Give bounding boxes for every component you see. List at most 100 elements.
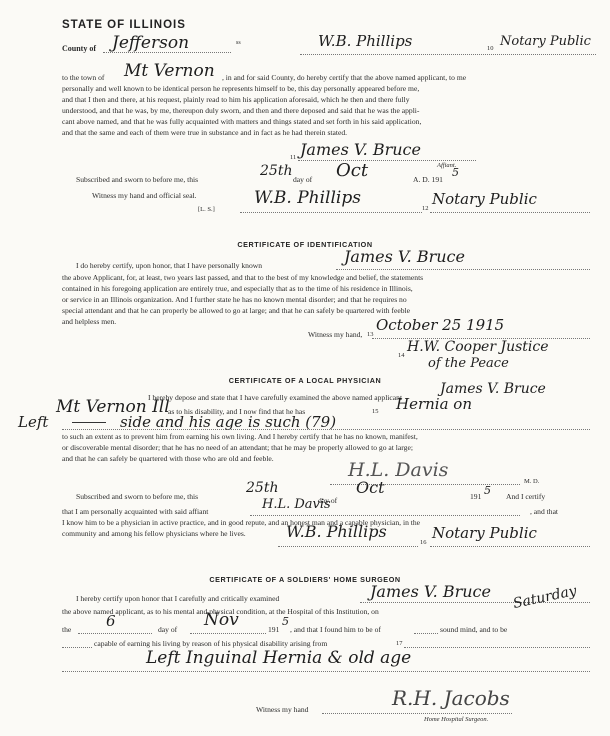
- affidavit-line-6: and that the same and each of them were …: [62, 128, 348, 137]
- notary-line: [300, 54, 596, 55]
- physician-left-handwritten: Left: [18, 413, 49, 431]
- seal-mark: [L. S.]: [198, 206, 215, 213]
- physician-line-7: I know him to be a physician in active p…: [62, 518, 421, 527]
- physician-affiant-handwritten: H.L. Davis: [262, 497, 331, 512]
- physician-disability-line: [62, 429, 590, 430]
- surgeon-line-4: capable of earning his living by reason …: [94, 639, 328, 648]
- identification-line-1: I do hereby certify, upon honor, that I …: [76, 261, 263, 270]
- physician-notary-title: Notary Public: [432, 524, 537, 542]
- sworn-day-handwritten: 25th: [260, 163, 293, 179]
- surgeon-year-handwritten: 5: [282, 615, 289, 628]
- surgeon-month-line: [190, 633, 266, 634]
- field-number-16: 16: [420, 539, 427, 546]
- surgeon-day-handwritten: 6: [106, 612, 116, 630]
- identification-heading: CERTIFICATE OF IDENTIFICATION: [237, 240, 373, 249]
- physician-hernia-handwritten: Hernia on: [396, 395, 472, 413]
- ss-mark: ss: [236, 40, 241, 46]
- field-number-17: 17: [396, 640, 403, 647]
- county-handwritten: Jefferson: [112, 33, 190, 53]
- identification-signer-title-handwritten: of the Peace: [428, 356, 509, 371]
- affidavit-line-1: , in and for said County, do hereby cert…: [222, 73, 467, 82]
- physician-line-1: I hereby depose and state that I have ca…: [148, 393, 403, 402]
- affidavit-line-5: cant above named, and that he was fully …: [62, 117, 422, 126]
- surgeon-sound: sound mind, and to be: [440, 625, 508, 634]
- surgeon-the: the: [62, 625, 72, 634]
- affidavit-title-line: [430, 212, 590, 213]
- affidavit-line-2: personally and well known to be identica…: [62, 84, 420, 93]
- surgeon-name-handwritten: James V. Bruce: [370, 582, 491, 601]
- physician-signature: H.L. Davis: [348, 459, 449, 481]
- physician-sworn-month-handwritten: Oct: [356, 478, 385, 497]
- sworn-day-of: day of: [293, 175, 313, 184]
- physician-notary-line: [278, 546, 418, 547]
- physician-heading: CERTIFICATE OF A LOCAL PHYSICIAN: [228, 376, 382, 385]
- field-number-10: 10: [487, 45, 494, 52]
- sworn-month-handwritten: Oct: [336, 160, 369, 181]
- struck-word: [72, 422, 106, 423]
- physician-line-8: community and among his fellow physician…: [62, 529, 246, 538]
- identification-line-6: and helpless men.: [62, 317, 117, 326]
- surgeon-line-2: the above named applicant, as to his men…: [62, 607, 379, 616]
- physician-affiant-line: [250, 515, 520, 516]
- field-number-11: 11: [290, 154, 297, 161]
- affidavit-town-prefix: to the town of: [62, 73, 105, 82]
- surgeon-signature: R.H. Jacobs: [392, 686, 510, 710]
- surgeon-month-handwritten: Nov: [204, 610, 239, 630]
- surgeon-line-1: I hereby certify upon honor that I caref…: [76, 594, 280, 603]
- physician-sworn-day-of: day of: [318, 496, 338, 505]
- affidavit-notary-signature: W.B. Phillips: [254, 188, 361, 208]
- affiant-signature: James V. Bruce: [300, 140, 421, 159]
- physician-notary-signature: W.B. Phillips: [286, 522, 387, 541]
- sworn-year-handwritten: 5: [452, 166, 459, 179]
- physician-line-3: to such an extent as to prevent him from…: [62, 432, 418, 441]
- physician-line-5: and that he can safely be quartered with…: [62, 454, 274, 463]
- affiant-label: Affiant.: [437, 162, 457, 169]
- identification-line-4: or service in an Illinois organization. …: [62, 295, 407, 304]
- surgeon-year: 191: [268, 625, 280, 634]
- surgeon-signature-line: [322, 713, 512, 714]
- physician-acquainted: that I am personally acquainted with sai…: [62, 507, 209, 516]
- field-number-13: 13: [367, 331, 374, 338]
- surgeon-found: , and that I found him to be of: [290, 625, 381, 634]
- witness-seal: Witness my hand and official seal.: [92, 191, 197, 200]
- town-handwritten: Mt Vernon: [124, 61, 215, 81]
- field-number-14: 14: [398, 352, 405, 359]
- state-title: STATE OF ILLINOIS: [62, 19, 186, 31]
- surgeon-title: Home Hospital Surgeon.: [424, 716, 489, 723]
- surgeon-sound-blank: [414, 633, 438, 634]
- affidavit-line-3: and that I then and there, at his reques…: [62, 95, 410, 104]
- identification-name-handwritten: James V. Bruce: [344, 247, 465, 266]
- physician-sworn-year: 191: [470, 492, 482, 501]
- sworn-prefix: Subscribed and sworn to before me, this: [76, 175, 199, 184]
- identification-signer-handwritten: H.W. Cooper Justice: [407, 339, 549, 355]
- surgeon-cause-line-2: [62, 671, 590, 672]
- physician-sworn-day-handwritten: 25th: [246, 480, 279, 496]
- surgeon-cause-handwritten: Left Inguinal Hernia & old age: [146, 648, 412, 668]
- physician-signature-line: [330, 484, 520, 485]
- identification-date-line: [372, 338, 590, 339]
- md-label: M. D.: [524, 478, 540, 485]
- physician-sworn-prefix: Subscribed and sworn to before me, this: [76, 492, 199, 501]
- physician-side-handwritten: side and his age is such (79): [120, 413, 337, 431]
- field-number-15: 15: [372, 408, 379, 415]
- identification-witness: Witness my hand,: [308, 330, 363, 339]
- affidavit-notary-line: [240, 212, 422, 213]
- physician-acquainted-post: , and that: [530, 507, 559, 516]
- identification-line-5: special attendant and that he can proper…: [62, 306, 410, 315]
- identification-date-handwritten: October 25 1915: [376, 316, 505, 334]
- physician-applicant-handwritten: James V. Bruce: [440, 381, 546, 397]
- surgeon-heading: CERTIFICATE OF A SOLDIERS' HOME SURGEON: [209, 575, 401, 584]
- notary-title-handwritten: Notary Public: [500, 34, 591, 49]
- notary-name-handwritten: W.B. Phillips: [318, 32, 413, 50]
- sworn-ad: A. D. 191: [413, 175, 443, 184]
- affidavit-notary-title: Notary Public: [432, 190, 537, 208]
- identification-name-line: [336, 269, 590, 270]
- affidavit-line-4: understood, and that he was, by me, ther…: [62, 106, 420, 115]
- surgeon-capable-blank: [62, 647, 92, 648]
- identification-line-3: contained in his foregoing application a…: [62, 284, 413, 293]
- surgeon-day-of: day of: [158, 625, 178, 634]
- county-label: County of: [62, 44, 97, 53]
- physician-certify: And I certify: [506, 492, 546, 501]
- surgeon-cause-line-1: [404, 647, 590, 648]
